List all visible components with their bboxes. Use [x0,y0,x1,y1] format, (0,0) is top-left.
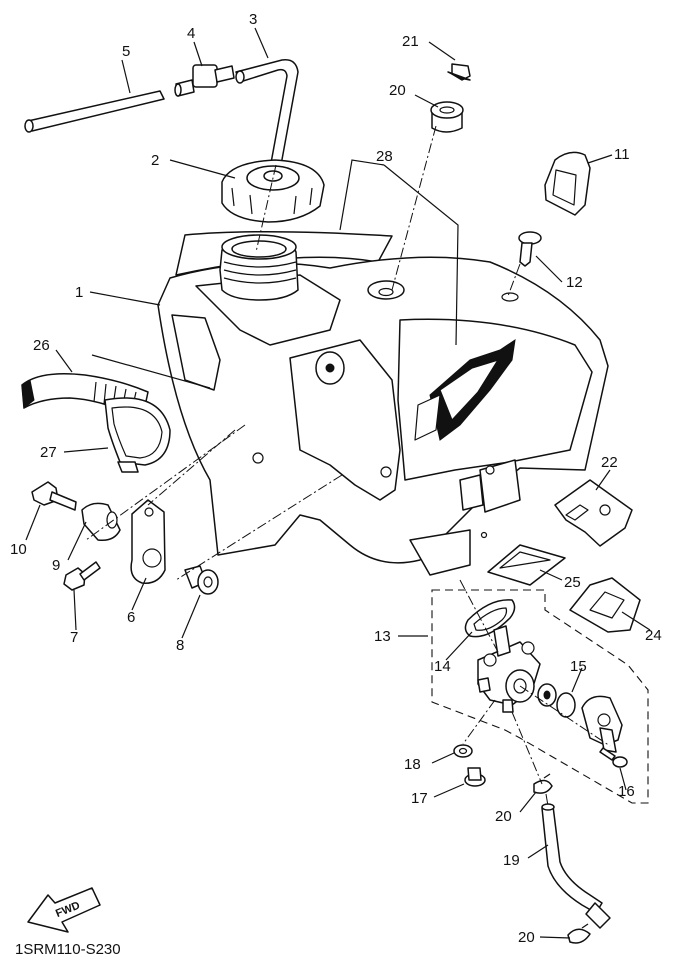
part-1-fuel-tank [157,230,609,576]
callout-19: 19 [503,852,520,869]
fwd-arrow-icon [27,887,101,933]
callout-24: 26 [33,337,50,354]
part-15-o-ring [556,692,576,718]
part-3-breather-hose [235,59,299,166]
callout-11: 11 [614,146,630,163]
part-27-damper [487,544,566,586]
callout-12: 12 [566,274,583,291]
callout-18: 18 [404,756,421,773]
part-21-collar [430,101,464,133]
callout-5: 5 [122,43,130,60]
callout-21: 20 [389,82,406,99]
callout-8: 8 [176,637,184,654]
callout-20-lower: 20 [518,929,535,946]
diagram-code: 1SRM110-S230 [15,941,121,958]
part-diaphragm [537,683,557,707]
part-20-clip [533,773,553,794]
part-22-screw [447,63,471,81]
callout-20: 20 [495,808,512,825]
alignment-lines [85,125,611,807]
part-14-gasket [464,599,516,638]
part-10-bolt [31,481,77,511]
part-2-fuel-cap [221,159,325,223]
callout-17: 17 [411,790,428,807]
part-20-clip-lower [567,923,591,944]
part-17-screw [464,767,486,787]
callout-22: 21 [402,33,419,50]
part-19-fuel-hose [541,803,611,929]
callout-9: 9 [52,557,60,574]
callout-25: 27 [40,444,57,461]
callout-2: 2 [151,152,159,169]
callout-15: 15 [570,658,587,675]
leader-lines [25,27,651,939]
callout-14: 14 [434,658,451,675]
callout-28: 28 [376,148,393,165]
part-9-damper [81,502,121,542]
callout-26: 24 [645,627,662,644]
part-12-bolt [518,231,542,267]
callout-27: 25 [564,574,581,591]
callout-23: 22 [601,454,618,471]
part-23-damper [554,479,633,547]
part-11-clip [544,151,591,216]
part-13-fuel-cock [477,625,541,713]
part-6-bracket [130,499,166,584]
callout-4: 4 [187,25,195,42]
callout-7: 7 [70,629,78,646]
part-18-washer [453,744,473,758]
part-4-valve [174,64,235,97]
part-7-bolt [63,561,101,591]
callout-labels: 5 4 3 2 1 21 20 28 11 12 26 27 10 9 7 6 … [10,11,662,946]
callout-1: 1 [75,284,83,301]
callout-13: 13 [374,628,391,645]
callout-6: 6 [127,609,135,626]
fuel-cock-assembly-box [431,589,649,804]
callout-3: 3 [249,11,257,28]
part-26-damper [569,577,641,633]
part-25-band [104,397,171,473]
callout-16: 16 [618,783,635,800]
part-8-collar [184,565,219,595]
callout-10: 10 [10,541,27,558]
part-16-screw [599,747,628,768]
part-5-hose [24,90,165,133]
part-lever-plate [581,695,623,753]
